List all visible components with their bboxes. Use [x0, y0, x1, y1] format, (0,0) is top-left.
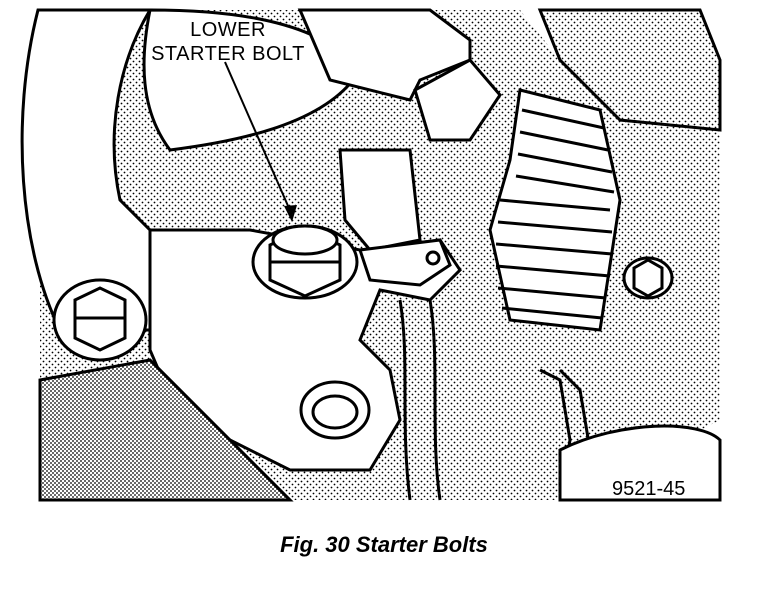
lower-starter-bolt-callout: LOWER STARTER BOLT: [148, 18, 308, 66]
lower-housing: [38, 358, 722, 502]
figure-id: 9521-45: [612, 478, 686, 500]
starter-bolts-illustration: [20, 8, 722, 502]
cable-terminal: [357, 238, 452, 287]
bracket-hole: [299, 380, 371, 440]
callout-leader: [224, 61, 293, 216]
callout-line-1: LOWER: [190, 19, 266, 41]
upper-flange: [297, 8, 722, 142]
wiring-harness: [398, 299, 602, 501]
callout-line-2: STARTER BOLT: [151, 43, 305, 65]
callout-arrowhead: [284, 205, 297, 222]
lower-starter-bolt: [251, 224, 359, 300]
figure-caption: Fig. 30 Starter Bolts: [280, 532, 488, 557]
solenoid-boot: [488, 88, 622, 332]
housing-curve: [20, 8, 362, 332]
right-small-bolt: [622, 256, 674, 300]
left-hex-bolt: [52, 278, 148, 362]
